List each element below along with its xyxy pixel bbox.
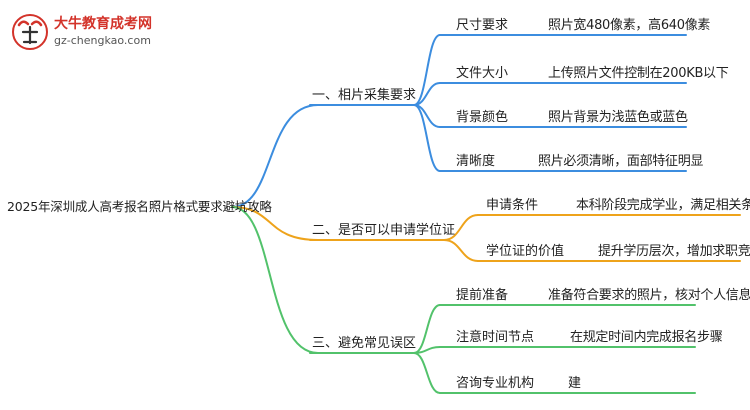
logo-title: 大牛教育成考网 [54,16,152,32]
value-file-size: 上传照片文件控制在200KB以下 [548,66,729,81]
value-background: 照片背景为浅蓝色或蓝色 [548,110,688,125]
bull-logo-icon [12,14,48,50]
connector-root-branch-1 [231,104,319,208]
connector-branch-1-leaf-2 [413,82,441,106]
connector-root-branch-3 [231,206,319,354]
value-clarity: 照片必须清晰，面部特征明显 [538,154,704,169]
connector-branch-1-leaf-4 [413,104,441,172]
mindmap-root: 2025年深圳成人高考报名照片格式要求避坑攻略 [7,199,272,214]
connector-branch-1-leaf-1 [413,34,441,106]
value-prepare: 准备符合要求的照片，核对个人信息 [548,288,750,303]
value-conditions: 本科阶段完成学业，满足相关条件 [576,198,750,213]
connector-branch-3-leaf-3 [413,352,441,394]
site-logo: 大牛教育成考网 gz-chengkao.com [10,12,165,52]
leaf-conditions: 申请条件 [486,198,539,213]
branch-photo-requirements: 一、相片采集要求 [312,88,417,103]
value-degree-value: 提升学历层次，增加求职竞争力 [598,244,750,259]
branch-degree-application: 二、是否可以申请学位证 [312,223,456,238]
connector-branch-3-leaf-1 [413,304,441,354]
connector-branch-2-leaf-1 [443,214,479,241]
connector-branch-2-leaf-2 [443,239,479,262]
leaf-degree-value: 学位证的价值 [486,244,565,259]
leaf-size: 尺寸要求 [456,18,509,33]
leaf-consult: 咨询专业机构 [456,376,535,391]
value-consult: 建 [568,376,581,391]
leaf-background: 背景颜色 [456,110,509,125]
branch-common-mistakes: 三、避免常见误区 [312,336,417,351]
value-timeline: 在规定时间内完成报名步骤 [570,330,723,345]
leaf-timeline: 注意时间节点 [456,330,535,345]
leaf-clarity: 清晰度 [456,154,496,169]
connector-root-branch-2 [231,206,319,241]
leaf-file-size: 文件大小 [456,66,509,81]
leaf-prepare: 提前准备 [456,288,509,303]
value-size: 照片宽480像素，高640像素 [548,18,711,33]
logo-url: gz-chengkao.com [54,34,151,47]
